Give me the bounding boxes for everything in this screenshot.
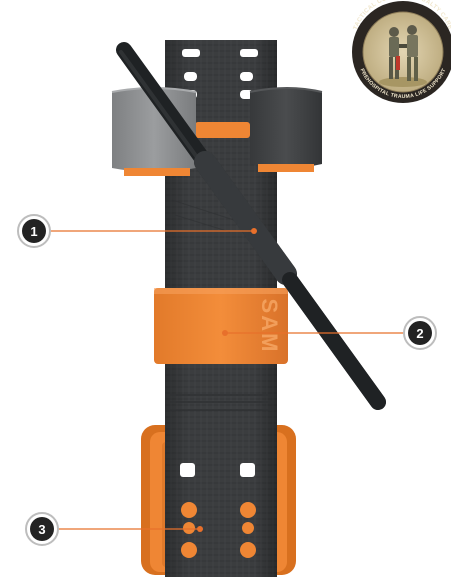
callout-3-number: 3 — [38, 522, 45, 537]
windlass-rod-lower — [290, 280, 378, 402]
sam-logo-text: SAM — [257, 299, 282, 354]
callout-3: 3 — [26, 513, 58, 545]
sam-band: SAM — [154, 288, 288, 364]
callout-1-number: 1 — [30, 224, 37, 239]
callout-1: 1 — [18, 215, 50, 247]
tccc-seal: TACTICAL COMBAT CASUALTY CARE PREHOSPITA… — [352, 0, 451, 103]
upper-orange-band — [195, 122, 250, 138]
callout-2-number: 2 — [416, 326, 423, 341]
callout-2: 2 — [404, 317, 436, 349]
dark-strap-wrap — [250, 88, 322, 172]
